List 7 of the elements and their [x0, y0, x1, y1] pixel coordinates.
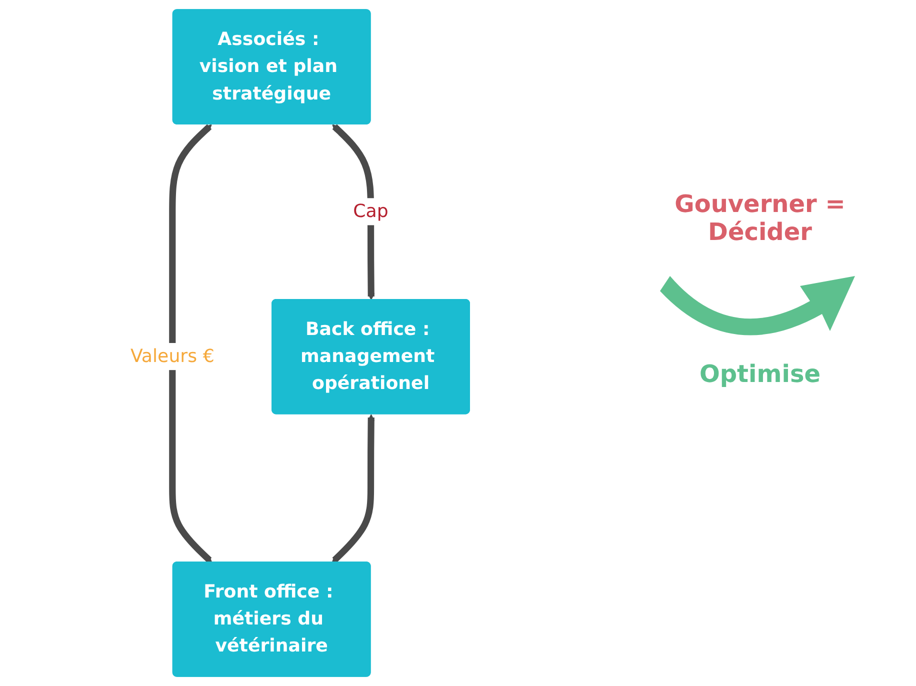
arrow — [169, 124, 212, 563]
note-text: Gouverner = Décider — [674, 190, 846, 246]
edge-label: Valeurs € — [130, 346, 214, 367]
edge-label: Cap — [353, 201, 388, 222]
arrow — [332, 414, 375, 563]
arrow — [332, 124, 375, 300]
note-text: Optimise — [699, 360, 821, 388]
